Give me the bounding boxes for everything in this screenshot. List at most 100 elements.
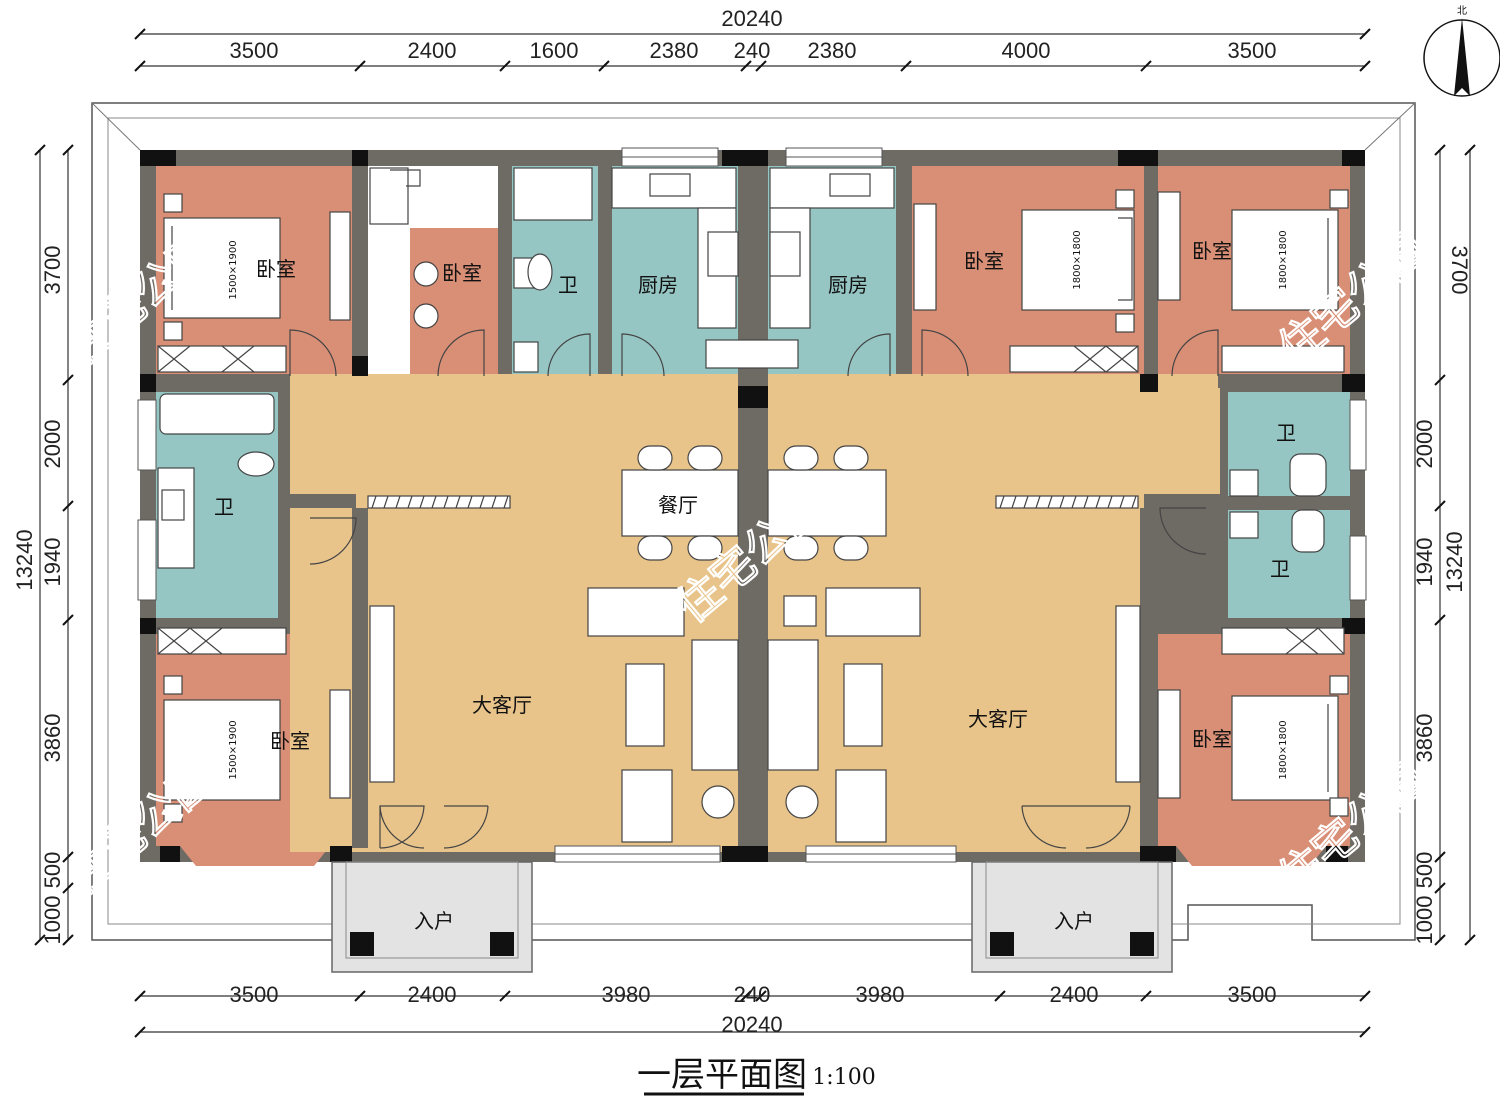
dimension-tick [62, 144, 74, 156]
dimension-tick [740, 60, 752, 72]
dimension-tick [1434, 614, 1446, 626]
dim-right-6: 1000 [1412, 896, 1437, 945]
bed [163, 209, 1339, 801]
label-bedroom-sw: 卧室 [270, 729, 310, 753]
dimension-tick [598, 60, 610, 72]
closet-and-stools [369, 167, 439, 329]
dimension-tick [34, 144, 46, 156]
bathtub [159, 393, 275, 435]
dim-top-3: 1600 [530, 38, 579, 63]
tv-cabinet [329, 191, 1181, 799]
label-bath-west: 卫 [214, 495, 234, 519]
doors [289, 329, 1219, 849]
nightstand [163, 189, 1349, 823]
dim-bottom-3: 3980 [602, 982, 651, 1007]
bed-size-sw: 1500×1900 [228, 720, 239, 779]
dimension-tick [354, 60, 366, 72]
dimension-lines [39, 33, 1471, 1033]
dim-top-5: 240 [734, 38, 771, 63]
dim-right-5: 500 [1412, 852, 1437, 889]
dining-set [621, 445, 887, 561]
dim-left-5: 500 [40, 852, 65, 889]
dimension-tick [1464, 144, 1476, 156]
bay-window-se [1176, 846, 1326, 866]
windows [137, 147, 1367, 863]
dimension-tick [62, 882, 74, 894]
dim-right-3: 1940 [1412, 538, 1437, 587]
dimension-ticks [34, 28, 1476, 1038]
dimension-tick [900, 60, 912, 72]
dimension-tick [62, 614, 74, 626]
dimension-tick [134, 990, 146, 1002]
partition-screen [367, 495, 1139, 509]
room-living-right [768, 388, 1140, 852]
dim-right-4: 3860 [1412, 714, 1437, 763]
title: 一层平面图 [637, 1055, 807, 1095]
dimension-tick [354, 990, 366, 1002]
dim-bottom-6: 2400 [1050, 982, 1099, 1007]
label-living-right: 大客厅 [968, 707, 1028, 731]
dim-top-total: 20240 [721, 6, 782, 31]
label-living-left: 大客厅 [472, 693, 532, 717]
dim-left-total: 13240 [12, 529, 37, 590]
dimension-text: 20240 3500 2400 1600 2380 240 2380 4000 … [12, 6, 1472, 1037]
dimension-tick [62, 374, 74, 386]
label-bath-east1: 卫 [1276, 421, 1296, 445]
dining-table-left [621, 469, 739, 537]
bed-size-ne1: 1800×1800 [1072, 230, 1083, 289]
scale: 1:100 [812, 1065, 875, 1090]
dim-bottom-5: 3980 [856, 982, 905, 1007]
bed-size-ne2: 1800×1800 [1278, 230, 1289, 289]
porches [331, 861, 1173, 973]
columns [140, 150, 1365, 862]
label-bedroom-small: 卧室 [442, 261, 482, 285]
dimension-tick [134, 28, 146, 40]
label-bedroom-nw: 卧室 [256, 257, 296, 281]
dimension-tick [1359, 990, 1371, 1002]
label-bedroom-ne2: 卧室 [1192, 239, 1232, 263]
dimension-tick [1359, 1026, 1371, 1038]
label-bath-1: 卫 [558, 273, 578, 297]
dimension-tick [1434, 500, 1446, 512]
dim-bottom-7: 3500 [1228, 982, 1277, 1007]
label-kitchen-right: 厨房 [828, 273, 868, 297]
hall-left-top [290, 374, 738, 394]
dining-table-right [767, 469, 887, 537]
dim-bottom-2: 2400 [408, 982, 457, 1007]
dimension-tick [755, 60, 767, 72]
dimension-tick [1434, 374, 1446, 386]
drawing-title: 一层平面图 1:100 [637, 1055, 876, 1096]
dimension-tick [62, 500, 74, 512]
dimension-tick [1434, 882, 1446, 894]
dim-top-8: 3500 [1228, 38, 1277, 63]
dim-left-2: 2000 [40, 420, 65, 469]
dim-right-total: 13240 [1442, 531, 1467, 592]
dim-left-3: 1940 [40, 538, 65, 587]
dim-right-2: 2000 [1412, 420, 1437, 469]
dim-bottom-total: 20240 [721, 1012, 782, 1037]
sofa-set [587, 587, 921, 843]
dimension-tick [62, 851, 74, 863]
dimension-tick [1464, 934, 1476, 946]
hall-right-top [768, 374, 1218, 394]
label-dining: 餐厅 [658, 493, 698, 517]
dim-left-4: 3860 [40, 714, 65, 763]
dimension-tick [1359, 60, 1371, 72]
dimension-tick [1359, 28, 1371, 40]
corridor-right [1140, 388, 1220, 508]
north-label: 北 [1457, 5, 1467, 17]
bed-size-nw: 1500×1900 [228, 240, 239, 299]
bed-size-se: 1800×1800 [1278, 720, 1289, 779]
label-kitchen-left: 厨房 [638, 273, 678, 297]
dimension-tick [134, 1026, 146, 1038]
label-entry-right: 入户 [1054, 909, 1094, 933]
dimension-tick [755, 990, 767, 1002]
dimension-tick [1140, 990, 1152, 1002]
label-bedroom-ne1: 卧室 [964, 249, 1004, 273]
dimension-tick [62, 934, 74, 946]
dimension-tick [740, 990, 752, 1002]
dimension-tick [499, 60, 511, 72]
dimension-tick [1434, 934, 1446, 946]
dim-top-7: 4000 [1002, 38, 1051, 63]
